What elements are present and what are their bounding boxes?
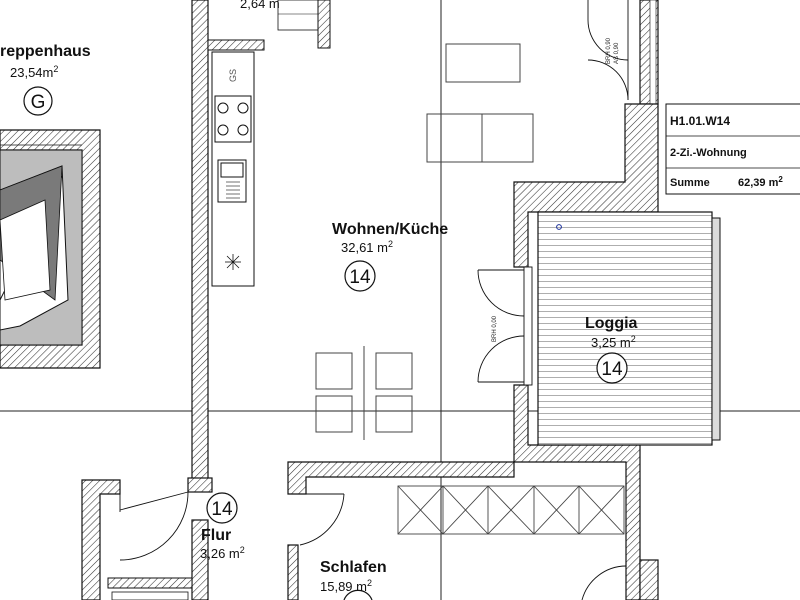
wardrobe — [397, 485, 625, 535]
furniture — [315, 43, 534, 440]
room-treppenhaus: reppenhaus 23,54m2 G — [0, 43, 91, 116]
wall-facade — [513, 0, 659, 600]
top-room-area: 2,64 m — [240, 0, 280, 11]
room-schlafen: Schlafen 15,89 m2 — [320, 559, 387, 600]
wall-top — [207, 0, 331, 51]
room-marker: 14 — [349, 267, 371, 288]
unit-info-panel: H1.01.W14 2-Zi.-Wohnung Summe 62,39 m2 — [665, 103, 800, 195]
room-name: Flur — [201, 527, 231, 544]
room-name: Loggia — [585, 315, 638, 332]
wall-bedroom — [287, 461, 515, 600]
room-loggia: Loggia 3,25 m2 14 — [585, 315, 638, 384]
flur-door — [119, 491, 189, 561]
door-annotation: BRH 0,00 — [492, 315, 498, 342]
room-name: reppenhaus — [0, 43, 91, 60]
sum-value: 62,39 m2 — [738, 175, 783, 189]
room-area: 23,54m2 — [10, 64, 58, 80]
stair-core — [0, 129, 101, 369]
room-marker: 14 — [601, 359, 623, 380]
room-wohnen: Wohnen/Küche 32,61 m2 14 — [332, 221, 448, 292]
loggia-door — [477, 266, 533, 386]
room-area: 32,61 m2 — [341, 239, 393, 255]
room-marker: G — [31, 92, 46, 113]
room-area: 3,25 m2 — [591, 334, 636, 350]
room-marker: 14 — [211, 499, 233, 520]
balcony-door — [587, 0, 629, 101]
window-annotation: AS 0,90 — [614, 42, 620, 64]
window-annotation: BRH 0,90 — [606, 37, 612, 64]
unit-type: 2-Zi.-Wohnung — [670, 147, 747, 159]
unit-id: H1.01.W14 — [670, 114, 730, 128]
room-name: Schlafen — [320, 559, 387, 576]
wall-right-lower — [581, 565, 627, 600]
loggia — [537, 211, 721, 446]
room-area: 3,26 m2 — [200, 545, 245, 561]
room-name: Wohnen/Küche — [332, 221, 448, 238]
room-flur: 14 Flur 3,26 m2 — [200, 492, 245, 561]
bedroom-door — [299, 493, 345, 546]
kitchen-counter — [211, 51, 255, 287]
sum-label: Summe — [670, 177, 710, 189]
wall-corridor — [187, 0, 213, 600]
wall-flur — [81, 479, 193, 600]
dishwasher-label: GS — [228, 69, 238, 82]
